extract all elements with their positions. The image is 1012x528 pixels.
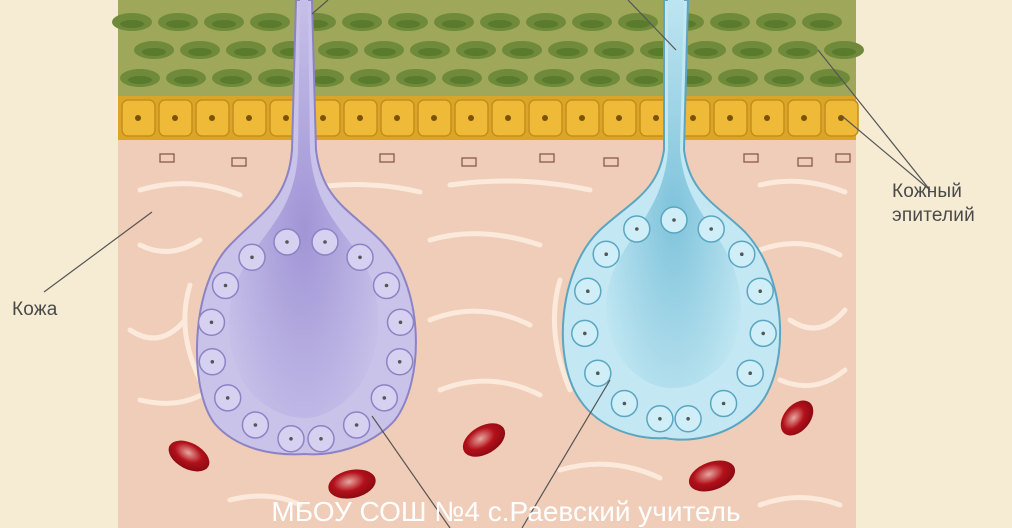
- label-epithelium-line1: Кожный: [892, 180, 1008, 204]
- label-skin: Кожа: [12, 298, 58, 322]
- label-skin-epithelium: Кожный эпителий: [892, 180, 1008, 228]
- basal-cell-layer: [118, 96, 858, 140]
- footer-caption: МБОУ СОШ №4 с.Раевский учитель: [0, 496, 1012, 528]
- epidermis-layer: [112, 0, 864, 98]
- label-epithelium-line2: эпителий: [892, 204, 1008, 228]
